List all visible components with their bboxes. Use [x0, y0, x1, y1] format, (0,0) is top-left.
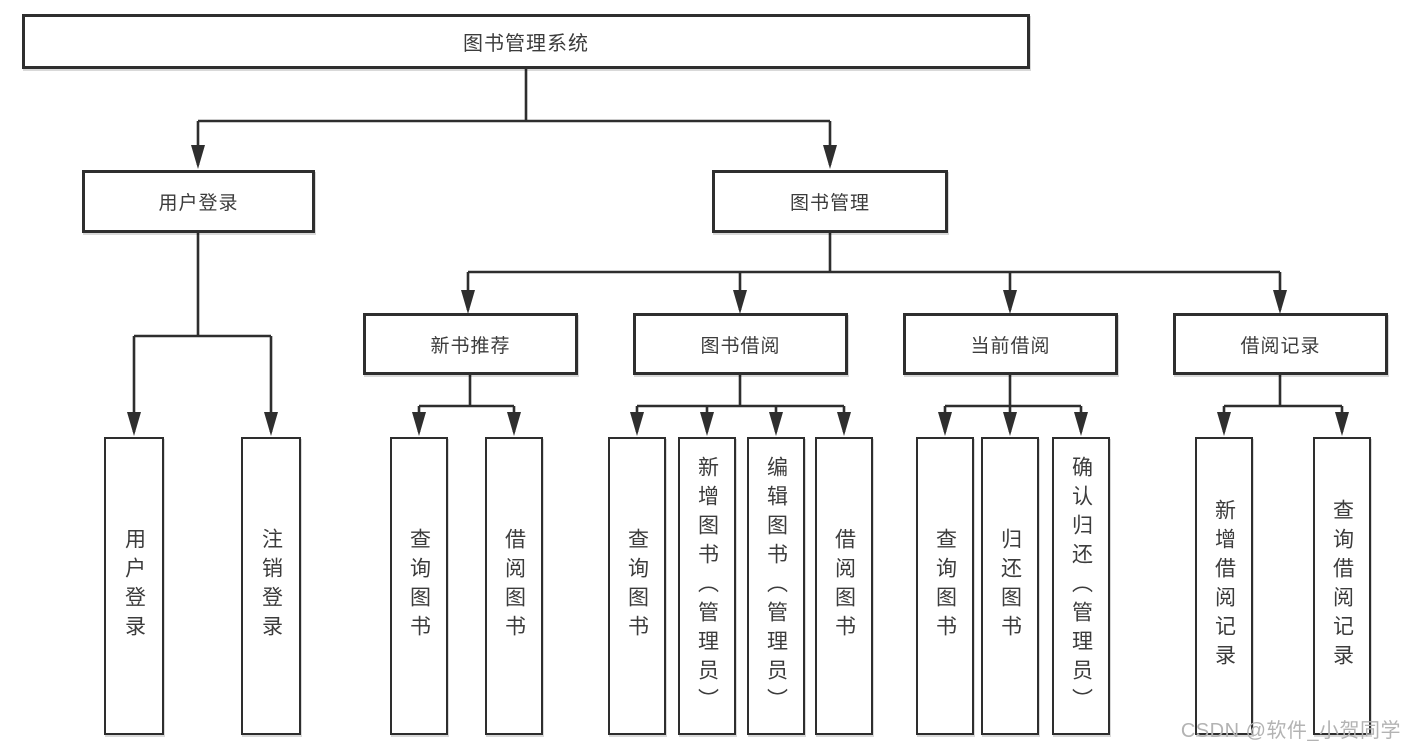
leaf-confirm-return-admin-label: 确认归还（管理员） — [1069, 455, 1093, 717]
node-new-book-recommend-label: 新书推荐 — [430, 335, 511, 357]
node-library-management-system: 图书管理系统 — [22, 14, 1030, 69]
node-book-borrow: 图书借阅 — [633, 313, 848, 375]
node-user-login: 用户登录 — [82, 170, 315, 233]
leaf-add-book-admin: 新增图书（管理员） — [678, 437, 736, 735]
leaf-query-borrow-record-label: 查询借阅记录 — [1330, 499, 1354, 673]
csdn-watermark: CSDN @软件_小贺同学 — [1180, 720, 1401, 742]
leaf-recommend-query-books: 查询图书 — [390, 437, 448, 735]
leaf-logout-label: 注销登录 — [259, 528, 283, 644]
node-current-borrow: 当前借阅 — [903, 313, 1118, 375]
node-new-book-recommend: 新书推荐 — [363, 313, 578, 375]
leaf-confirm-return-admin: 确认归还（管理员） — [1052, 437, 1110, 735]
leaf-recommend-borrow-books: 借阅图书 — [485, 437, 543, 735]
leaf-add-book-admin-label: 新增图书（管理员） — [695, 455, 719, 717]
leaf-current-query-books-label: 查询图书 — [933, 528, 957, 644]
leaf-return-books-label: 归还图书 — [998, 528, 1022, 644]
node-borrow-records: 借阅记录 — [1173, 313, 1388, 375]
leaf-borrow-query-books: 查询图书 — [608, 437, 666, 735]
leaf-add-borrow-record-label: 新增借阅记录 — [1212, 499, 1236, 673]
node-current-borrow-label: 当前借阅 — [970, 335, 1051, 357]
leaf-user-login: 用户登录 — [104, 437, 164, 735]
leaf-borrow-query-books-label: 查询图书 — [625, 528, 649, 644]
leaf-edit-book-admin: 编辑图书（管理员） — [747, 437, 805, 735]
node-library-management-system-label: 图书管理系统 — [463, 33, 589, 55]
leaf-return-books: 归还图书 — [981, 437, 1039, 735]
leaf-edit-book-admin-label: 编辑图书（管理员） — [764, 455, 788, 717]
leaf-recommend-query-books-label: 查询图书 — [407, 528, 431, 644]
leaf-borrow-borrow-books: 借阅图书 — [815, 437, 873, 735]
node-user-login-label: 用户登录 — [158, 193, 239, 214]
node-book-management: 图书管理 — [712, 170, 948, 233]
node-book-borrow-label: 图书借阅 — [700, 335, 781, 357]
leaf-borrow-borrow-books-label: 借阅图书 — [832, 528, 856, 644]
leaf-query-borrow-record: 查询借阅记录 — [1313, 437, 1371, 735]
leaf-current-query-books: 查询图书 — [916, 437, 974, 735]
leaf-recommend-borrow-books-label: 借阅图书 — [502, 528, 526, 644]
leaf-user-login-label: 用户登录 — [122, 528, 146, 644]
leaf-logout: 注销登录 — [241, 437, 301, 735]
leaf-add-borrow-record: 新增借阅记录 — [1195, 437, 1253, 735]
node-borrow-records-label: 借阅记录 — [1240, 335, 1321, 357]
node-book-management-label: 图书管理 — [789, 193, 870, 214]
